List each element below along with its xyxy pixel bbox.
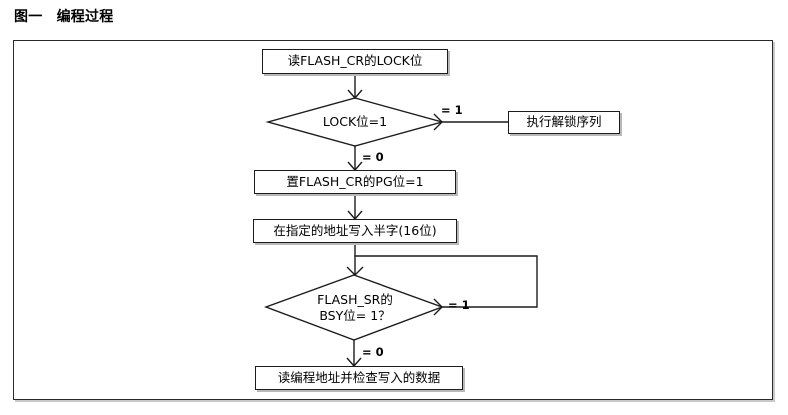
process-node-set-pg-label: 置FLASH_CR的PG位=1: [286, 173, 424, 189]
edge-label-lock-yes: = 1: [441, 103, 463, 117]
edge-label-bsy-no: = 0: [362, 345, 384, 359]
process-node-read-lock[interactable]: 读FLASH_CR的LOCK位: [262, 49, 448, 74]
decision-node-bsy-check-label-line2: BSY位= 1？: [319, 308, 391, 323]
process-node-verify-data[interactable]: 读编程地址并检查写入的数据: [255, 366, 463, 390]
decision-node-bsy-check[interactable]: FLASH_SR的 BSY位= 1？: [289, 287, 421, 329]
process-node-write-halfword-label: 在指定的地址写入半字(16位): [273, 222, 437, 238]
process-node-unlock-seq[interactable]: 执行解锁序列: [508, 111, 620, 134]
process-node-read-lock-label: 读FLASH_CR的LOCK位: [287, 53, 423, 69]
edge-label-lock-no: = 0: [362, 150, 384, 164]
process-node-write-halfword[interactable]: 在指定的地址写入半字(16位): [253, 219, 457, 243]
decision-node-lock-check[interactable]: LOCK位=1: [290, 110, 420, 135]
process-node-set-pg[interactable]: 置FLASH_CR的PG位=1: [254, 170, 456, 194]
figure-caption: 图一 编程过程: [14, 9, 114, 25]
decision-node-lock-check-label: LOCK位=1: [322, 114, 388, 130]
decision-node-bsy-check-label-line1: FLASH_SR的: [317, 291, 393, 307]
edge-label-bsy-yes: = 1: [448, 298, 470, 312]
process-node-verify-data-label: 读编程地址并检查写入的数据: [277, 369, 441, 385]
process-node-unlock-seq-label: 执行解锁序列: [526, 114, 602, 130]
